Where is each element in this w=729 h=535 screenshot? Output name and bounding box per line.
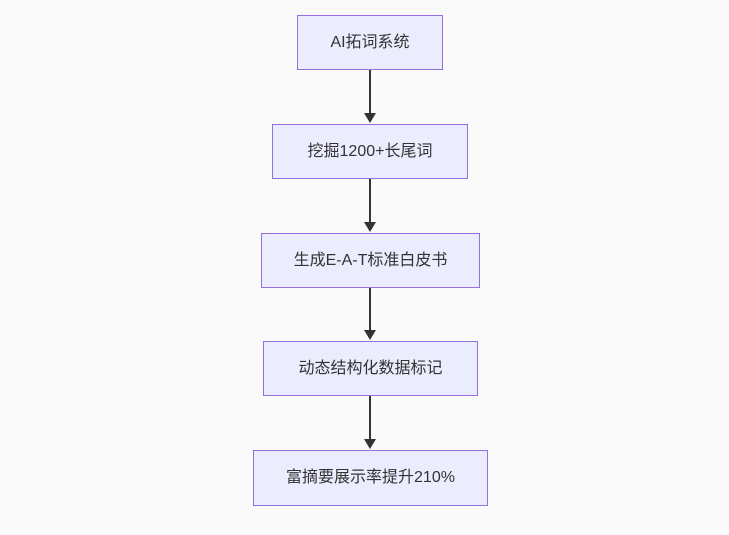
- arrow-line: [369, 396, 371, 439]
- flow-node-rich-snippet-rate: 富摘要展示率提升210%: [253, 450, 488, 506]
- flow-arrow-4: [364, 396, 376, 449]
- flow-node-longtail-keywords: 挖掘1200+长尾词: [272, 124, 468, 179]
- flow-node-structured-data-markup: 动态结构化数据标记: [263, 341, 478, 396]
- arrowhead-icon: [364, 330, 376, 340]
- arrow-line: [369, 70, 371, 113]
- flow-arrow-2: [364, 179, 376, 232]
- flow-arrow-3: [364, 288, 376, 340]
- arrowhead-icon: [364, 113, 376, 123]
- flow-node-eat-whitepaper: 生成E-A-T标准白皮书: [261, 233, 480, 288]
- arrow-line: [369, 288, 371, 330]
- arrowhead-icon: [364, 222, 376, 232]
- flow-node-ai-word-system: AI拓词系统: [297, 15, 443, 70]
- flow-arrow-1: [364, 70, 376, 123]
- arrow-line: [369, 179, 371, 222]
- arrowhead-icon: [364, 439, 376, 449]
